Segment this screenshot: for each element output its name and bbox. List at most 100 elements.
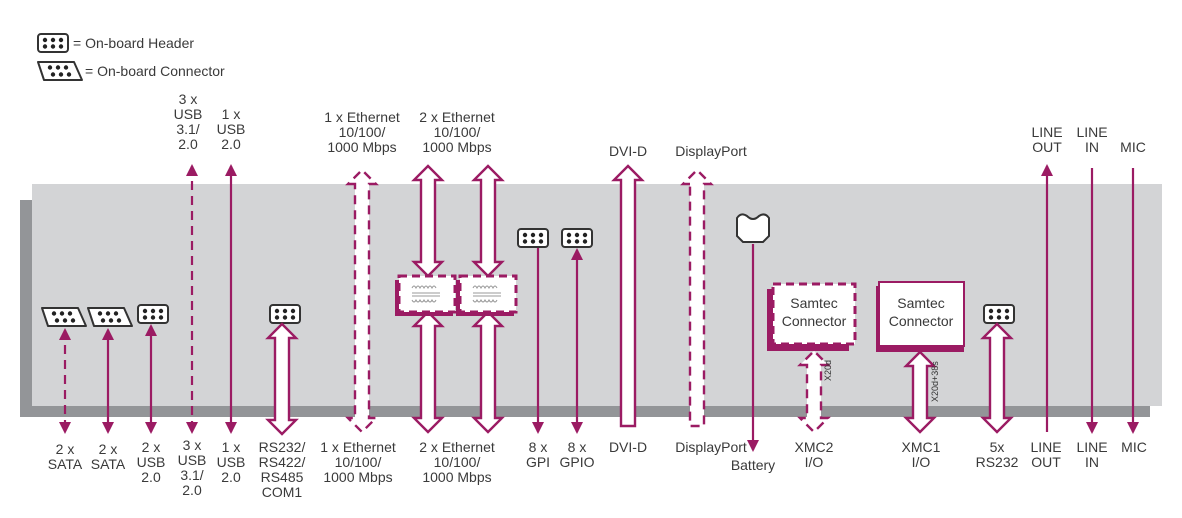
label-xmc1: I/O xyxy=(912,454,931,470)
label-eth2-top: 2 x Ethernet xyxy=(419,109,495,125)
eth2a-bottom-arrow xyxy=(411,310,445,434)
label-lineout-top: LINE xyxy=(1031,124,1062,140)
label-eth2-top: 1000 Mbps xyxy=(422,139,491,155)
com1-arrow xyxy=(265,322,299,436)
battery-line-arrowhead xyxy=(747,440,759,452)
battery-holder-icon xyxy=(736,213,770,243)
label-usb31-top: USB xyxy=(174,106,203,122)
gpi-arrow-arrowhead xyxy=(532,422,544,434)
label-dp-top: DisplayPort xyxy=(675,143,747,159)
magnetics-block-2 xyxy=(458,274,518,314)
board-surface xyxy=(32,184,1162,406)
label-linein-bottom: IN xyxy=(1085,454,1099,470)
label-usb31-top: 3 x xyxy=(179,91,198,107)
label-eth1-top: 10/100/ xyxy=(339,124,386,140)
usb2x2-arrow-arrowhead xyxy=(145,324,157,336)
label-dvi-top: DVI-D xyxy=(609,143,647,159)
label-xmc2: I/O xyxy=(805,454,824,470)
dp-arrow xyxy=(680,168,714,428)
label-com1: COM1 xyxy=(262,484,303,500)
xmc2-box-line2: Connector xyxy=(782,313,847,329)
label-usb31-top: 3.1/ xyxy=(176,121,199,137)
usb20-arrow-arrowhead xyxy=(225,422,237,434)
xmc1-signal-label: X20d+38s xyxy=(930,361,940,402)
eth2b-bottom-arrow xyxy=(471,310,505,434)
label-lineout-bottom: LINE xyxy=(1030,439,1061,455)
rs232-header xyxy=(983,304,1015,324)
label-sata1: SATA xyxy=(48,456,83,472)
eth1-arrow xyxy=(345,168,379,434)
label-eth2-bottom: 2 x Ethernet xyxy=(419,439,495,455)
transformer-icon xyxy=(472,285,501,303)
label-gpi: GPI xyxy=(526,454,550,470)
label-usb20-top: 1 x xyxy=(222,106,241,122)
xmc2-signal-label: X20d xyxy=(823,360,833,381)
label-rs232x5: RS232 xyxy=(976,454,1019,470)
dvi-arrow xyxy=(611,164,645,428)
label-sata2: 2 x xyxy=(99,441,118,457)
label-linein-bottom: LINE xyxy=(1076,439,1107,455)
usb2x2-arrow-arrowhead xyxy=(145,422,157,434)
eth2b-top-arrow xyxy=(471,164,505,278)
label-eth1-top: 1 x Ethernet xyxy=(324,109,400,125)
usb-header xyxy=(137,304,169,324)
sata-connector-1 xyxy=(41,307,87,327)
xmc2-samtec-box xyxy=(771,282,857,346)
label-xmc2: XMC2 xyxy=(795,439,834,455)
label-rs232x5: 5x xyxy=(990,439,1005,455)
label-linein-top: IN xyxy=(1085,139,1099,155)
label-usb31-bottom: USB xyxy=(178,452,207,468)
connector-icon xyxy=(37,61,83,81)
label-dp-bottom: DisplayPort xyxy=(675,439,747,455)
transformer-icon xyxy=(411,285,440,303)
label-com1: RS232/ xyxy=(259,439,306,455)
label-sata1: 2 x xyxy=(56,441,75,457)
label-xmc1: XMC1 xyxy=(902,439,941,455)
label-gpi: 8 x xyxy=(529,439,548,455)
samtec-connectors: Samtec Connector Samtec Connector X20d X… xyxy=(767,281,965,402)
xmc1-samtec-box xyxy=(878,281,965,347)
usb31-arrow-arrowhead xyxy=(186,164,198,176)
sata2-arrow-arrowhead xyxy=(102,328,114,340)
label-usb20x2: 2.0 xyxy=(141,469,161,485)
gpio-arrow-arrowhead xyxy=(571,248,583,260)
label-gpio: GPIO xyxy=(559,454,594,470)
label-usb20x2: USB xyxy=(137,454,166,470)
linein-arrow-arrowhead xyxy=(1086,422,1098,434)
label-usb20-bottom: 1 x xyxy=(222,439,241,455)
legend: = On-board Header = On-board Connector xyxy=(37,33,225,81)
mic-arrow-arrowhead xyxy=(1127,422,1139,434)
label-usb31-bottom: 3 x xyxy=(183,437,202,453)
magnetics-block-1 xyxy=(397,274,457,314)
label-sata2: SATA xyxy=(91,456,126,472)
xmc2-box-line1: Samtec xyxy=(790,295,837,311)
label-eth1-bottom: 10/100/ xyxy=(335,454,382,470)
label-usb20-top: 2.0 xyxy=(221,136,241,152)
label-eth2-bottom: 10/100/ xyxy=(434,454,481,470)
legend-connector-label: = On-board Connector xyxy=(85,63,225,79)
label-usb31-top: 2.0 xyxy=(178,136,198,152)
interface-marks xyxy=(41,164,1139,452)
label-lineout-top: OUT xyxy=(1032,139,1062,155)
label-eth2-top: 10/100/ xyxy=(434,124,481,140)
legend-header-label: = On-board Header xyxy=(73,35,194,51)
label-usb20-bottom: 2.0 xyxy=(221,469,241,485)
label-battery: Battery xyxy=(731,457,775,473)
label-eth1-top: 1000 Mbps xyxy=(327,139,396,155)
com1-header xyxy=(269,304,301,324)
label-com1: RS422/ xyxy=(259,454,306,470)
label-gpio: 8 x xyxy=(568,439,587,455)
label-mic-bottom: MIC xyxy=(1121,439,1147,455)
xmc1-arrow xyxy=(903,350,937,434)
gpi-header xyxy=(517,228,549,248)
sata1-arrow-arrowhead xyxy=(59,422,71,434)
sata2-arrow-arrowhead xyxy=(102,422,114,434)
label-usb31-bottom: 2.0 xyxy=(182,482,202,498)
label-eth1-bottom: 1000 Mbps xyxy=(323,469,392,485)
usb20-arrow-arrowhead xyxy=(225,164,237,176)
usb31-arrow-arrowhead xyxy=(186,422,198,434)
label-eth2-bottom: 1000 Mbps xyxy=(422,469,491,485)
label-usb20-top: USB xyxy=(217,121,246,137)
